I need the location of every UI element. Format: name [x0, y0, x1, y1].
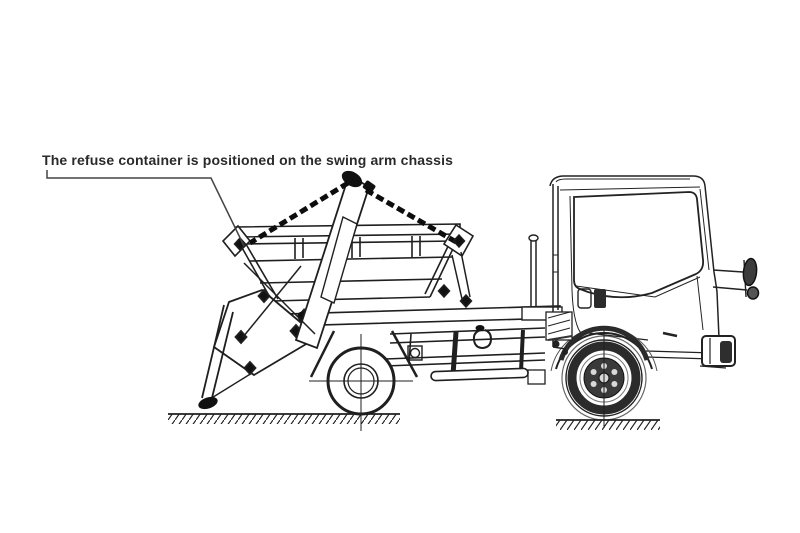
ground-right: [556, 419, 660, 430]
rear-wheel: [309, 334, 413, 431]
front-wheel: [561, 329, 647, 428]
side-mirror: [712, 257, 760, 300]
swing-arm: [294, 170, 376, 350]
leader-line: [46, 170, 245, 247]
truck-cab: [521, 175, 760, 385]
ground-left: [168, 413, 400, 424]
stabilizer-leg: [198, 304, 253, 410]
rear-fender-struts: [309, 330, 419, 378]
under-cab-parts: [527, 311, 573, 385]
annotation-callout: The refuse container is positioned on th…: [42, 152, 453, 247]
front-bumper: [699, 335, 736, 369]
lifting-chains: [248, 180, 460, 246]
chain-anchors: [233, 234, 473, 338]
exhaust-pipe: [521, 234, 563, 321]
refuse-container: [221, 223, 475, 302]
annotation-label: The refuse container is positioned on th…: [42, 152, 453, 168]
